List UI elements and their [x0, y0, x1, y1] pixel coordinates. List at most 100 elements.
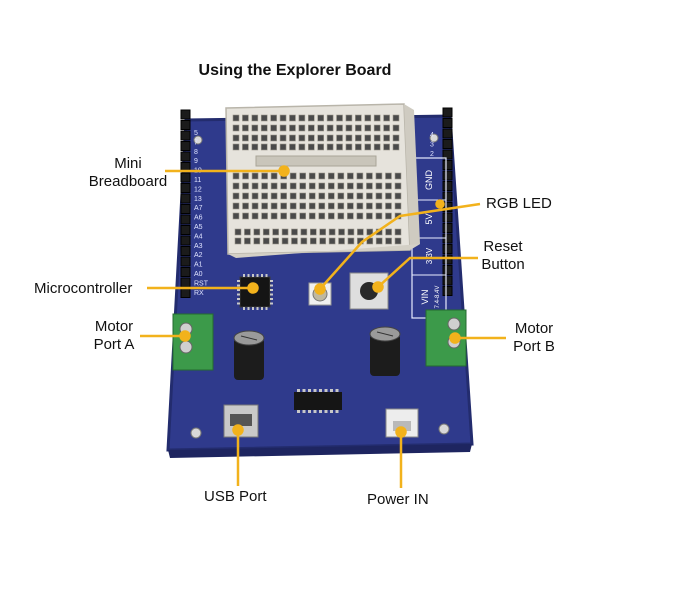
breadboard-hole — [373, 124, 381, 132]
breadboard-hole — [337, 192, 345, 200]
left-pin-header — [180, 109, 191, 298]
breadboard-hole — [251, 212, 259, 220]
left-pin-labels: 578910111213A7A6A5A4A3A2A1A0RSTRX — [194, 130, 209, 297]
label-mini-breadboard-line2: Breadboard — [88, 173, 168, 190]
breadboard-hole — [242, 212, 249, 220]
pin-label-right: 4 — [430, 132, 434, 139]
breadboard-hole — [318, 202, 326, 210]
breadboard-hole — [289, 212, 297, 220]
breadboard-hole — [385, 237, 392, 245]
breadboard-hole — [318, 212, 326, 220]
breadboard-hole — [318, 182, 326, 190]
chip-pin — [270, 289, 273, 291]
breadboard-hole — [318, 192, 326, 200]
header-pin — [180, 277, 191, 288]
header-pin — [442, 170, 453, 181]
breadboard-hole — [366, 182, 373, 190]
breadboard-hole — [261, 172, 268, 180]
breadboard-hole — [244, 228, 251, 236]
breadboard-hole — [327, 182, 335, 190]
header-pin — [180, 256, 191, 267]
header-pin — [442, 181, 453, 191]
chip-pin — [319, 389, 322, 392]
breadboard-hole — [347, 237, 355, 245]
header-pin — [442, 149, 453, 160]
label-microcontroller-text: Microcontroller — [34, 280, 133, 297]
breadboard-hole — [375, 172, 383, 180]
breadboard-hole — [232, 192, 240, 200]
label-power-in-text: Power IN — [367, 491, 429, 508]
breadboard-hole — [375, 237, 383, 245]
chip-pin — [330, 410, 333, 413]
breadboard-hole — [232, 134, 240, 142]
label-reset-button-line1: Reset — [483, 238, 523, 255]
chip-pin — [256, 274, 259, 277]
callout-dot-motor-a — [179, 330, 191, 342]
breadboard-hole — [355, 134, 362, 142]
label-microcontroller: Microcontroller — [34, 280, 132, 298]
breadboard-hole — [261, 212, 268, 220]
breadboard-hole — [234, 228, 242, 236]
breadboard-hole — [242, 182, 249, 190]
breadboard-hole — [327, 172, 335, 180]
breadboard-hole — [383, 114, 390, 122]
chip-pin — [335, 410, 339, 413]
pin-label-left: RX — [194, 290, 204, 297]
chip-pin — [252, 307, 254, 310]
breadboard-hole — [326, 114, 334, 122]
chip-pin — [261, 274, 263, 277]
breadboard-hole — [383, 134, 390, 142]
chip-pin — [237, 302, 240, 305]
breadboard-hole — [280, 192, 287, 200]
right-pin-labels: 432 — [430, 132, 434, 158]
label-rgb-led-text: RGB LED — [486, 195, 552, 212]
header-pin — [180, 235, 191, 246]
breadboard-hole — [337, 202, 345, 210]
breadboard-hole — [366, 192, 373, 200]
breadboard-hole — [242, 134, 249, 142]
header-pin — [442, 223, 453, 233]
breadboard-hole — [289, 182, 297, 190]
header-pin — [180, 225, 191, 235]
breadboard-hole — [394, 192, 402, 200]
chip-pin — [302, 410, 306, 413]
label-rgb-led: RGB LED — [486, 195, 552, 213]
chip-pin — [313, 410, 317, 413]
breadboard-hole — [338, 237, 345, 245]
breadboard-hole — [279, 114, 287, 122]
header-pin — [442, 139, 453, 149]
breadboard-hole — [338, 228, 345, 236]
breadboard-hole — [270, 143, 277, 151]
header-pin — [180, 172, 191, 183]
breadboard-hole — [364, 143, 372, 151]
breadboard-hole — [270, 124, 277, 132]
diagram-title: Using the Explorer Board — [198, 62, 392, 79]
breadboard-hole — [242, 124, 249, 132]
chip-pin — [270, 298, 273, 300]
header-pin — [442, 191, 453, 202]
mounting-hole — [429, 133, 439, 143]
chip-pin — [243, 307, 245, 310]
callout-dot-power — [395, 426, 407, 438]
breadboard-hole — [234, 237, 242, 245]
callout-dot-rgb-led-end — [435, 199, 445, 209]
callout-line-reset — [377, 256, 478, 288]
callout-lines — [140, 165, 506, 488]
breadboard-hole — [392, 124, 400, 132]
breadboard-hole — [319, 237, 327, 245]
capacitor-right — [369, 326, 401, 376]
breadboard-hole — [317, 143, 325, 151]
mounting-hole — [438, 423, 450, 435]
breadboard-hole — [347, 212, 354, 220]
breadboard-hole — [355, 143, 362, 151]
chip-pin — [270, 293, 273, 296]
breadboard-hole — [392, 134, 400, 142]
header-pin — [180, 141, 191, 151]
breadboard-hole — [261, 202, 268, 210]
callout-line-rgb-led — [319, 202, 481, 290]
breadboard-hole — [366, 172, 373, 180]
chip-pin — [270, 302, 273, 305]
pin-label-left: A6 — [194, 215, 203, 222]
breadboard-hole — [392, 114, 400, 122]
power-label-voltage: 7.4-8.4V — [435, 286, 441, 309]
